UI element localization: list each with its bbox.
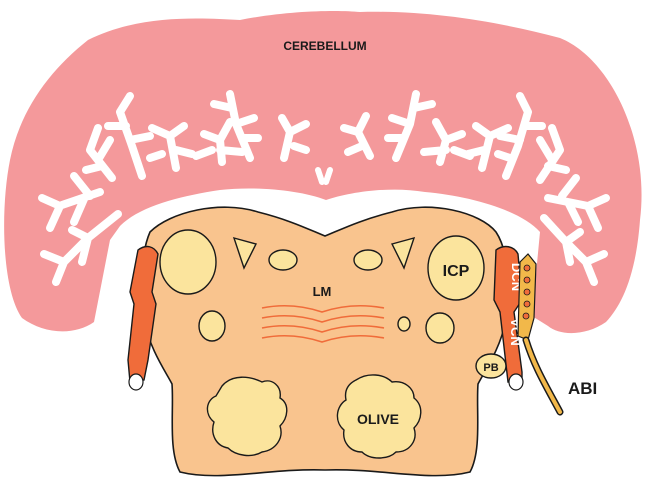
pb-label: PB [483, 362, 498, 374]
nucleus-oval-left [269, 250, 297, 270]
nucleus-lateral-right [426, 313, 454, 343]
icp-label: ICP [443, 263, 470, 280]
nucleus-small-right [398, 317, 410, 331]
abi-label: ABI [568, 379, 597, 398]
lm-label: LM [313, 284, 332, 299]
inferior-cerebellar-peduncle-left [160, 230, 216, 294]
nucleus-lateral-left [199, 311, 225, 341]
olive-label: OLIVE [357, 411, 399, 427]
cochlear-nucleus-left [128, 247, 158, 390]
cerebellum-label: CEREBELLUM [283, 39, 366, 53]
nucleus-oval-right [354, 250, 382, 270]
